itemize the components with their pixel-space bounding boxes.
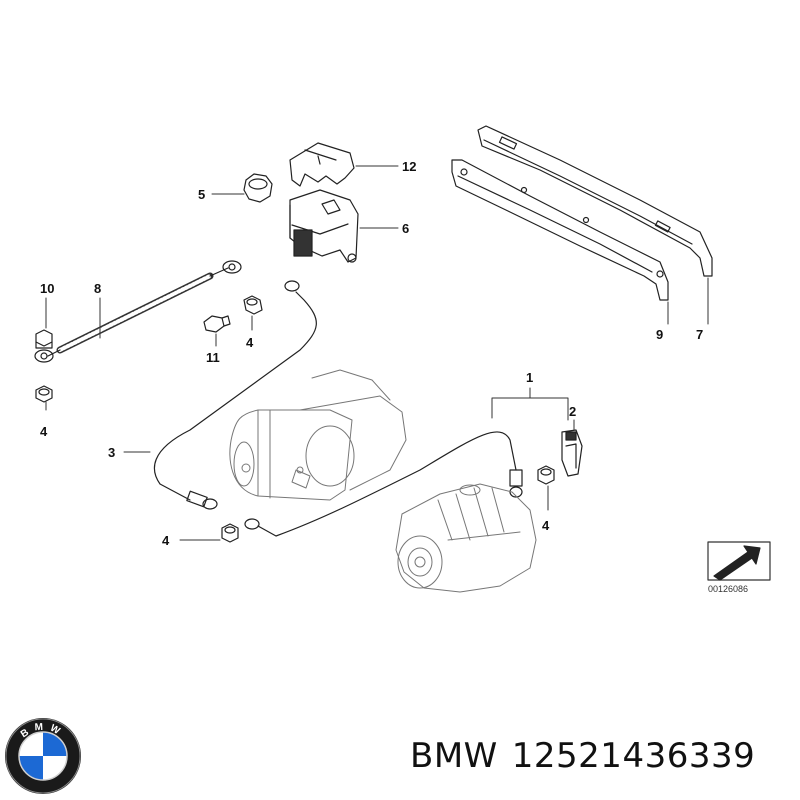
part-6-holder [289, 189, 359, 263]
brand-caption: BMW 12521436339 [410, 736, 769, 776]
callout-6: 6 [402, 221, 409, 236]
part-2-clip [561, 429, 583, 477]
callout-1: 1 [526, 370, 533, 385]
callout-4-left: 4 [40, 424, 48, 439]
part-3-cable [153, 280, 317, 510]
part-4-nut-upper [243, 295, 263, 315]
part-9-bolt [35, 329, 53, 349]
callout-2: 2 [569, 404, 576, 419]
callout-4-lower: 4 [162, 533, 170, 548]
callout-11: 9 [656, 327, 663, 342]
callout-12: 11 [206, 350, 220, 365]
leader-lines [45, 165, 709, 541]
brand-name: BMW [410, 736, 498, 776]
part-11-rail [451, 159, 669, 301]
starter-motor [229, 369, 407, 501]
reference-arrow-icon [707, 541, 771, 581]
callout-9: 10 [40, 281, 54, 296]
part-4-nut-left [35, 385, 53, 403]
callout-4-right: 4 [542, 518, 550, 533]
callout-10: 7 [696, 327, 703, 342]
alternator [395, 483, 537, 593]
reference-code: 00126086 [708, 584, 748, 594]
callout-8: 8 [94, 281, 101, 296]
part-number: 12521436339 [511, 736, 756, 776]
part-4-nut-lower [221, 523, 239, 543]
part-5-nut [243, 173, 273, 203]
part-10-rail [477, 125, 713, 277]
callout-7: 12 [402, 159, 416, 174]
callout-5: 5 [198, 187, 205, 202]
part-12-bolt [203, 315, 231, 333]
callout-labels: 12 6 5 10 8 11 4 4 3 4 4 1 2 9 7 [40, 159, 703, 548]
callout-4-upper: 4 [246, 335, 254, 350]
part-7-cover [289, 142, 355, 187]
part-8-ground-strap [34, 260, 242, 363]
bmw-logo-icon: BMW [5, 718, 81, 794]
part-4-nut-right [537, 465, 555, 485]
callout-3: 3 [108, 445, 115, 460]
